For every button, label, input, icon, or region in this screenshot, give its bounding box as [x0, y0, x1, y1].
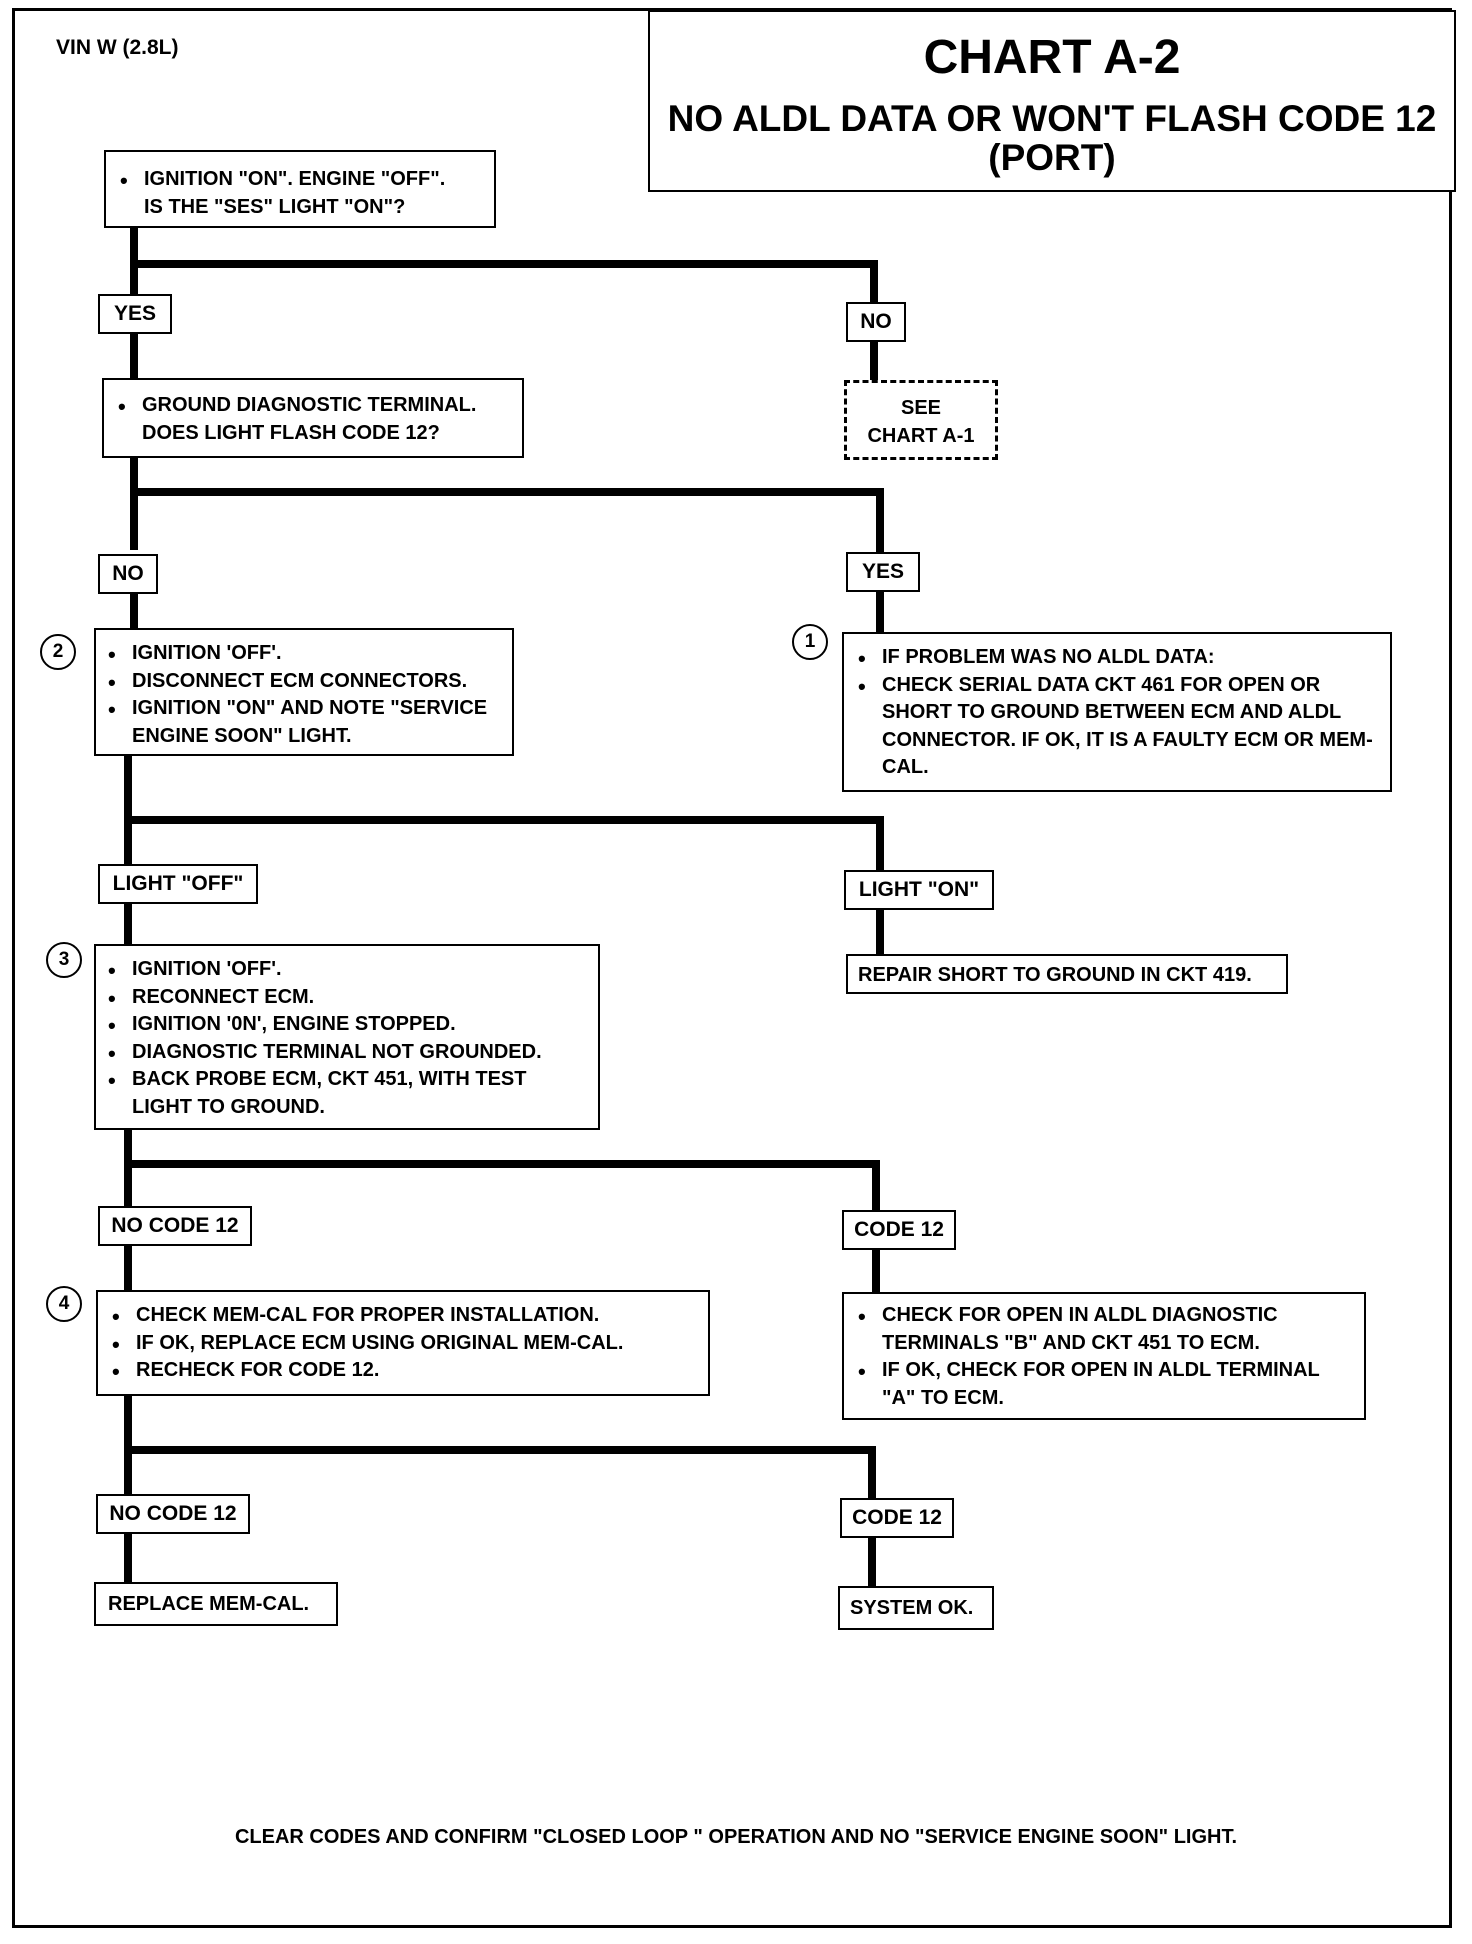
ground-terminal-step-box: GROUND DIAGNOSTIC TERMINAL.DOES LIGHT FL… [102, 378, 524, 458]
code-12-label-2: CODE 12 [840, 1498, 954, 1538]
step-4-item: IF OK, REPLACE ECM USING ORIGINAL MEM-CA… [106, 1330, 702, 1360]
no-label-2: NO [98, 554, 158, 594]
check-open-box: CHECK FOR OPEN IN ALDL DIAGNOSTIC TERMIN… [842, 1292, 1366, 1420]
chart-subtitle-line1: NO ALDL DATA OR WON'T FLASH CODE 12 [667, 98, 1437, 139]
start-step-box: IGNITION "ON". ENGINE "OFF".IS THE "SES"… [104, 150, 496, 228]
chart-subtitle-line2: (PORT) [988, 136, 1116, 178]
step-4-box: CHECK MEM-CAL FOR PROPER INSTALLATION. I… [96, 1290, 710, 1396]
footer-note: CLEAR CODES AND CONFIRM "CLOSED LOOP " O… [234, 1826, 1238, 1848]
start-step-text: IGNITION "ON". ENGINE "OFF".IS THE "SES"… [114, 166, 488, 221]
step-4-item: RECHECK FOR CODE 12. [106, 1357, 702, 1387]
step-3-item: BACK PROBE ECM, CKT 451, WITH TEST LIGHT… [102, 1066, 592, 1121]
step-1-marker: 1 [792, 624, 828, 660]
yes-label-1: YES [98, 294, 172, 334]
connector-start [130, 224, 878, 306]
system-ok-box: SYSTEM OK. [838, 1586, 994, 1630]
yes-label-2: YES [846, 552, 920, 592]
connector-step2 [124, 750, 884, 870]
chart-title: CHART A-2 [923, 31, 1181, 84]
step-4-item: CHECK MEM-CAL FOR PROPER INSTALLATION. [106, 1302, 702, 1332]
ground-terminal-text: GROUND DIAGNOSTIC TERMINAL.DOES LIGHT FL… [112, 392, 516, 447]
step-3-item: IGNITION '0N', ENGINE STOPPED. [102, 1011, 592, 1041]
system-ok-text: SYSTEM OK. [850, 1597, 974, 1619]
no-code-12-label-1: NO CODE 12 [98, 1206, 252, 1246]
step-2-item: IGNITION 'OFF'. [102, 640, 506, 670]
page-border [12, 8, 1452, 1928]
step-2-marker: 2 [40, 634, 76, 670]
step-2-item: DISCONNECT ECM CONNECTORS. [102, 668, 506, 698]
connector-step4 [124, 1390, 876, 1502]
step-1-item: IF PROBLEM WAS NO ALDL DATA: [852, 644, 1384, 674]
no-code-12-label-2: NO CODE 12 [96, 1494, 250, 1534]
step-3-marker: 3 [46, 942, 82, 978]
step-3-item: IGNITION 'OFF'. [102, 956, 592, 986]
step-3-box: IGNITION 'OFF'. RECONNECT ECM. IGNITION … [94, 944, 600, 1130]
vin-label: VIN W (2.8L) [56, 36, 179, 59]
step-1-item: CHECK SERIAL DATA CKT 461 FOR OPEN OR SH… [852, 672, 1384, 782]
repair-short-text: REPAIR SHORT TO GROUND IN CKT 419. [858, 964, 1252, 986]
see-chart-line1: SEE [900, 397, 942, 419]
check-open-item: CHECK FOR OPEN IN ALDL DIAGNOSTIC TERMIN… [852, 1302, 1356, 1357]
no-label-1: NO [846, 302, 906, 342]
step-1-box: IF PROBLEM WAS NO ALDL DATA: CHECK SERIA… [842, 632, 1392, 792]
code-12-label-1: CODE 12 [842, 1210, 956, 1250]
step-3-item: DIAGNOSTIC TERMINAL NOT GROUNDED. [102, 1039, 592, 1069]
light-off-label: LIGHT "OFF" [98, 864, 258, 904]
replace-memcal-text: REPLACE MEM-CAL. [108, 1593, 310, 1615]
chart-title-box: CHART A-2 NO ALDL DATA OR WON'T FLASH CO… [648, 10, 1456, 192]
see-chart-a1-box: SEE CHART A-1 [844, 380, 998, 460]
step-2-item: IGNITION "ON" AND NOTE "SERVICE ENGINE S… [102, 695, 506, 750]
see-chart-line2: CHART A-1 [867, 424, 975, 447]
step-3-item: RECONNECT ECM. [102, 984, 592, 1014]
step-2-box: IGNITION 'OFF'. DISCONNECT ECM CONNECTOR… [94, 628, 514, 756]
repair-short-box: REPAIR SHORT TO GROUND IN CKT 419. [846, 954, 1288, 994]
replace-memcal-box: REPLACE MEM-CAL. [94, 1582, 338, 1626]
connector-step3 [124, 1122, 880, 1214]
light-on-label: LIGHT "ON" [844, 870, 994, 910]
connector-ground [130, 452, 884, 554]
chart-subtitle: NO ALDL DATA OR WON'T FLASH CODE 12 (POR… [650, 98, 1454, 178]
check-open-item: IF OK, CHECK FOR OPEN IN ALDL TERMINAL "… [852, 1357, 1356, 1412]
step-4-marker: 4 [46, 1286, 82, 1322]
